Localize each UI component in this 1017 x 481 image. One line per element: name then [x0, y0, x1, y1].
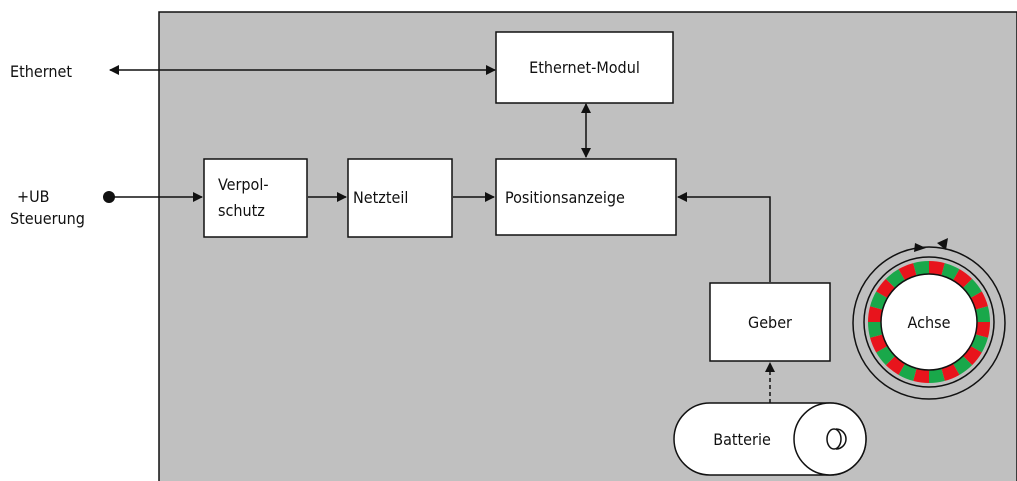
rotation-arrow-left-icon	[914, 243, 926, 252]
batterie-terminal-icon	[826, 428, 847, 450]
code-ring-segment	[975, 322, 990, 338]
achse-disk-outline	[863, 256, 995, 388]
ub-label: +UB	[17, 187, 49, 206]
rotation-arrow-right-icon	[937, 238, 948, 250]
code-ring-segment	[898, 363, 917, 381]
ethernet-modul-box	[495, 31, 674, 104]
code-ring-segment	[929, 368, 945, 383]
code-ring-segment	[870, 334, 888, 353]
verpolschutz-label-line1: Verpol-	[218, 175, 269, 194]
achse-outer-ring	[852, 246, 1006, 400]
code-ring-segment	[975, 306, 990, 322]
code-ring-segment	[929, 261, 945, 276]
code-ring-segment	[913, 261, 929, 276]
batterie-label: Batterie	[713, 430, 771, 449]
code-ring-segment	[868, 322, 883, 338]
ethernet-modul-label: Ethernet-Modul	[529, 58, 640, 77]
code-ring-segment	[913, 368, 929, 383]
steuerung-label: Steuerung	[10, 209, 85, 228]
positionsanzeige-label: Positionsanzeige	[505, 188, 625, 207]
code-ring-segment	[898, 263, 917, 281]
geber-label: Geber	[748, 313, 792, 332]
batterie-cap-face	[793, 402, 867, 476]
code-ring-segment	[941, 363, 960, 381]
code-ring-segment	[870, 291, 888, 310]
verpolschutz-label-line2: schutz	[218, 201, 265, 220]
code-ring-segment	[941, 263, 960, 281]
netzteil-label: Netzteil	[353, 188, 408, 207]
achse-code-ring	[868, 261, 990, 383]
code-ring-segment	[970, 334, 988, 353]
verpolschutz-box	[203, 158, 308, 238]
achse-hub	[880, 273, 978, 371]
positionsanzeige-box	[495, 158, 677, 236]
geber-box	[709, 282, 831, 362]
achse-label: Achse	[908, 313, 951, 332]
achse-encoder: Achse	[852, 238, 1006, 400]
code-ring-segment	[868, 306, 883, 322]
ethernet-label: Ethernet	[10, 62, 72, 81]
device-panel	[158, 11, 1017, 481]
code-ring-segment	[970, 291, 988, 310]
netzteil-box	[347, 158, 453, 238]
geber-to-position-arrow	[677, 192, 771, 282]
